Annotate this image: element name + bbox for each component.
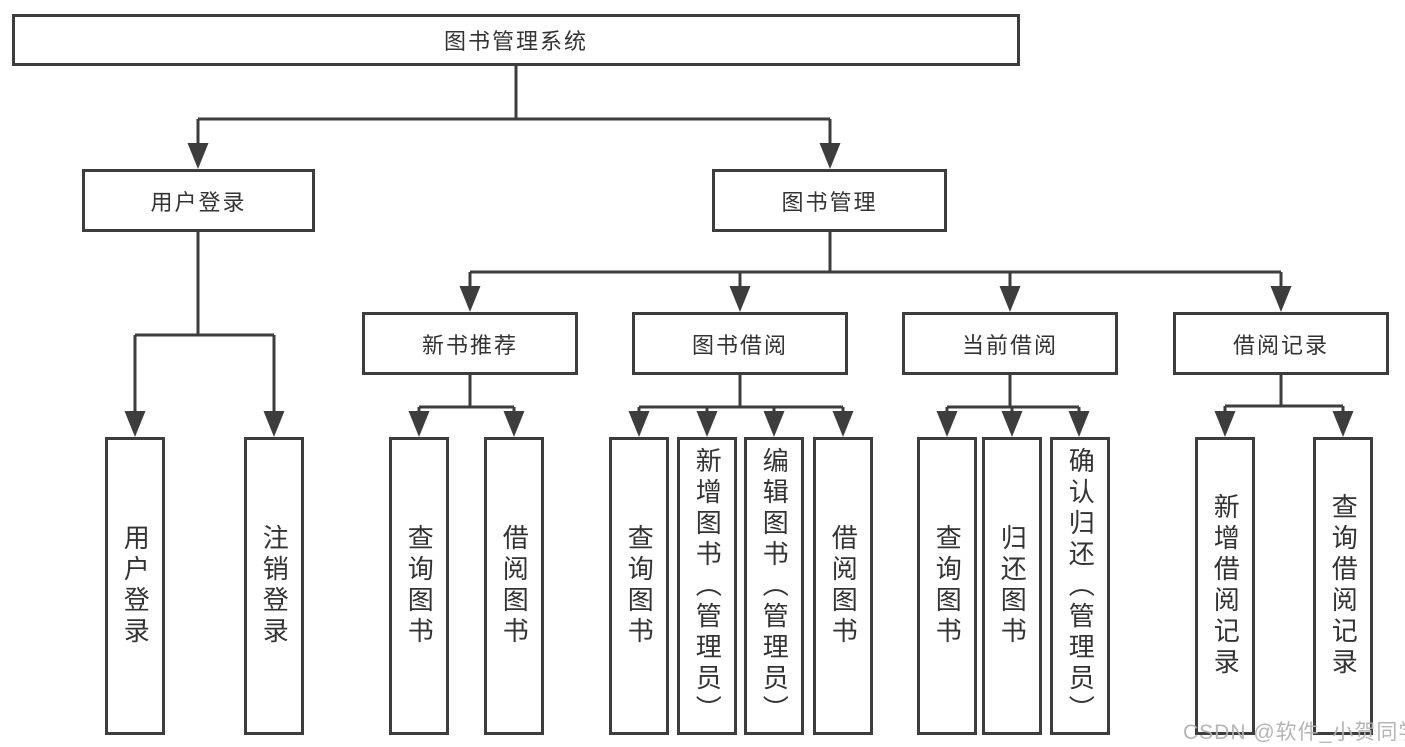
node-label: 用户登录: [120, 524, 151, 648]
node-label: 新书推荐: [421, 332, 518, 358]
connector-arrowheads: [124, 143, 1354, 437]
node-library-management-system: 图书管理系统: [12, 14, 1020, 66]
node-label: 借阅图书: [828, 524, 859, 648]
leaf-add-book-admin: 新增图书（管理员）: [677, 437, 737, 735]
leaf-search-borrow-record: 查询借阅记录: [1313, 437, 1373, 735]
node-label: 查询图书: [624, 524, 655, 648]
node-label: 查询图书: [404, 524, 435, 648]
node-label: 借阅记录: [1232, 332, 1329, 358]
node-label: 图书管理: [781, 189, 878, 215]
node-book-management: 图书管理: [712, 169, 947, 232]
node-label: 查询图书: [932, 524, 963, 648]
leaf-search-books-current: 查询图书: [917, 437, 977, 735]
leaf-user-login: 用户登录: [105, 437, 165, 735]
node-label: 图书借阅: [691, 332, 788, 358]
leaf-search-books-borrowing: 查询图书: [609, 437, 669, 735]
node-label: 图书管理系统: [443, 29, 588, 54]
node-label: 借阅图书: [499, 524, 530, 648]
node-label: 注销登录: [259, 524, 290, 648]
leaf-return-books: 归还图书: [982, 437, 1042, 735]
node-current-borrowing: 当前借阅: [902, 312, 1118, 375]
node-label: 当前借阅: [961, 332, 1058, 358]
watermark: CSDN @软件_小贺同学: [1183, 721, 1405, 744]
node-label: 新增图书（管理员）: [692, 446, 723, 726]
leaf-confirm-return-admin: 确认归还（管理员）: [1050, 437, 1110, 735]
node-label: 归还图书: [997, 524, 1028, 648]
node-book-borrowing: 图书借阅: [632, 312, 848, 375]
leaf-logout: 注销登录: [244, 437, 304, 735]
leaf-search-books-recommend: 查询图书: [389, 437, 449, 735]
node-user-login: 用户登录: [82, 169, 315, 232]
node-label: 编辑图书（管理员）: [759, 446, 790, 726]
node-borrowing-records: 借阅记录: [1173, 312, 1389, 375]
leaf-borrow-books-recommend: 借阅图书: [484, 437, 544, 735]
node-new-book-recommendation: 新书推荐: [362, 312, 578, 375]
leaf-add-borrow-record: 新增借阅记录: [1195, 437, 1255, 735]
node-label: 确认归还（管理员）: [1065, 446, 1096, 726]
connector-lines: [133, 66, 1345, 414]
leaf-edit-book-admin: 编辑图书（管理员）: [744, 437, 804, 735]
node-label: 新增借阅记录: [1210, 493, 1241, 679]
node-label: 查询借阅记录: [1328, 493, 1359, 679]
node-label: 用户登录: [150, 189, 247, 215]
leaf-borrow-books: 借阅图书: [813, 437, 873, 735]
